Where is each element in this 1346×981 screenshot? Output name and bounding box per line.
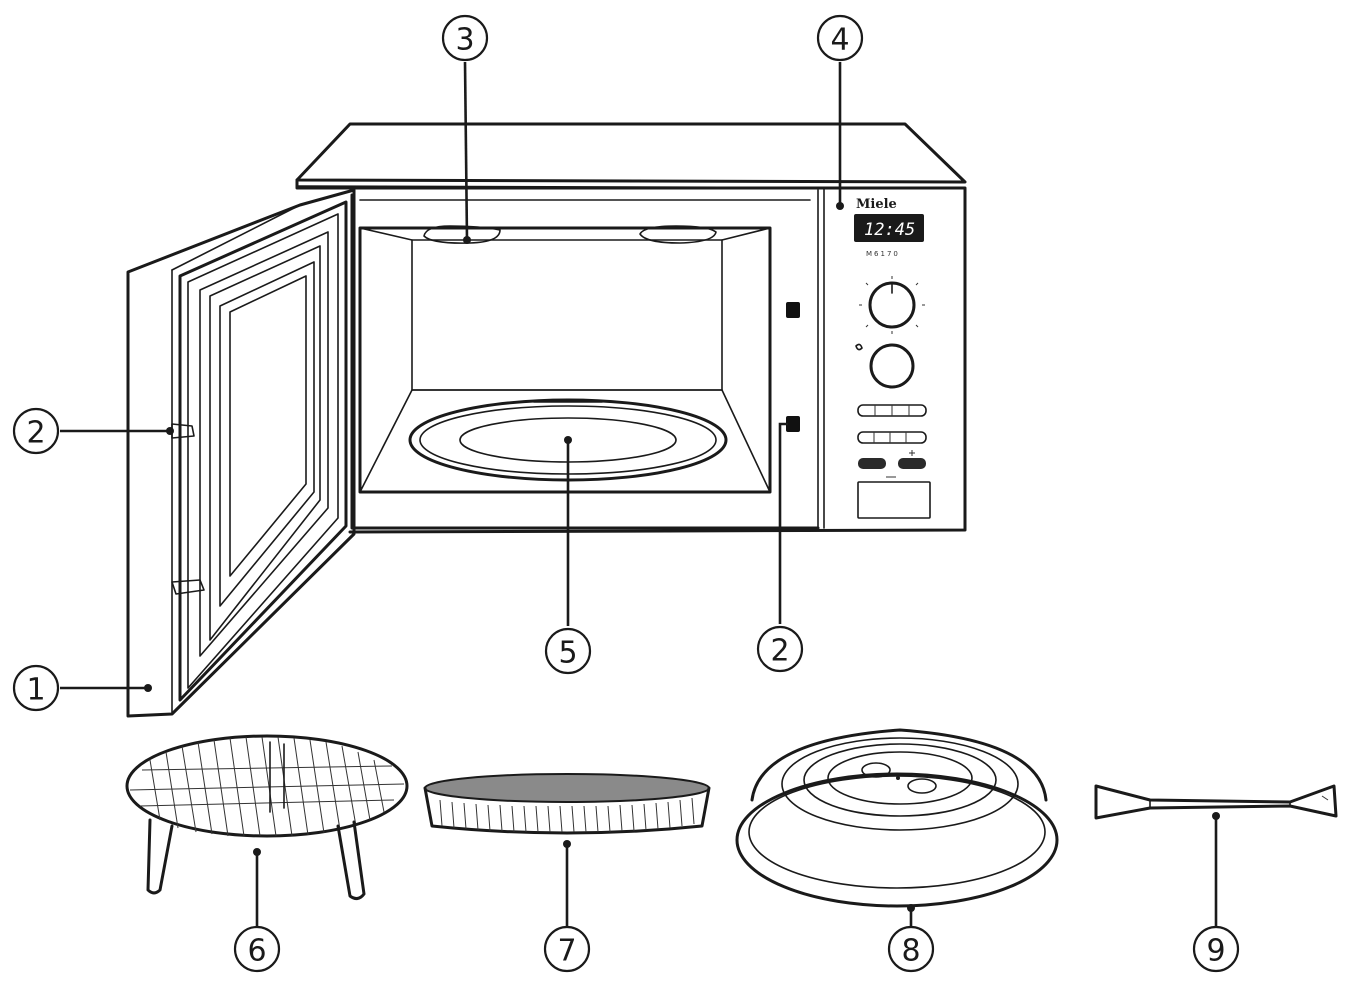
callout-door-catch: 2: [758, 627, 802, 671]
callout-door-hinge: 2: [14, 409, 58, 453]
door-catch-lower: [786, 416, 800, 432]
oven-cavity: [360, 228, 770, 492]
timer-icon: [856, 344, 862, 349]
callout-rack: 6: [235, 927, 279, 971]
callout-door: 1: [14, 666, 58, 710]
door-release-button[interactable]: [858, 482, 930, 518]
callout-control-panel-number: 4: [830, 23, 849, 58]
baking-tin: [425, 774, 709, 833]
callout-door-number: 1: [26, 673, 45, 708]
callout-cover-number: 8: [901, 934, 920, 969]
brand-logo: Miele: [856, 197, 897, 212]
callout-door-catch-number: 2: [770, 634, 789, 669]
callout-baking-tin-number: 7: [557, 934, 576, 969]
callout-cover: 8: [889, 927, 933, 971]
button-row-2[interactable]: [858, 432, 926, 443]
door-hook-upper: [172, 424, 194, 438]
callout-rack-number: 6: [247, 934, 266, 969]
model-label: M6170: [866, 250, 900, 258]
display-time: 12:45: [864, 220, 915, 240]
plus-icon: [909, 450, 915, 456]
callout-turntable-number: 5: [558, 636, 577, 671]
start-button[interactable]: [898, 458, 926, 469]
door-catch-upper: [786, 302, 800, 318]
cover: [737, 730, 1057, 906]
rack: [127, 736, 407, 899]
stop-button[interactable]: [858, 458, 886, 469]
callout-lifter: 9: [1194, 927, 1238, 971]
button-row-1[interactable]: [858, 405, 926, 416]
callout-door-hinge-number: 2: [26, 416, 45, 451]
callout-interior-lamp-number: 3: [455, 23, 474, 58]
callout-control-panel: 4: [818, 16, 862, 60]
timer-dial[interactable]: [871, 345, 913, 387]
power-dial[interactable]: [859, 276, 925, 334]
callout-turntable: 5: [546, 629, 590, 673]
callout-lifter-number: 9: [1206, 934, 1225, 969]
callout-interior-lamp: 3: [443, 16, 487, 60]
microwave-door: [128, 190, 354, 716]
callout-baking-tin: 7: [545, 927, 589, 971]
control-panel: Miele 12:45 M6170: [854, 197, 930, 518]
